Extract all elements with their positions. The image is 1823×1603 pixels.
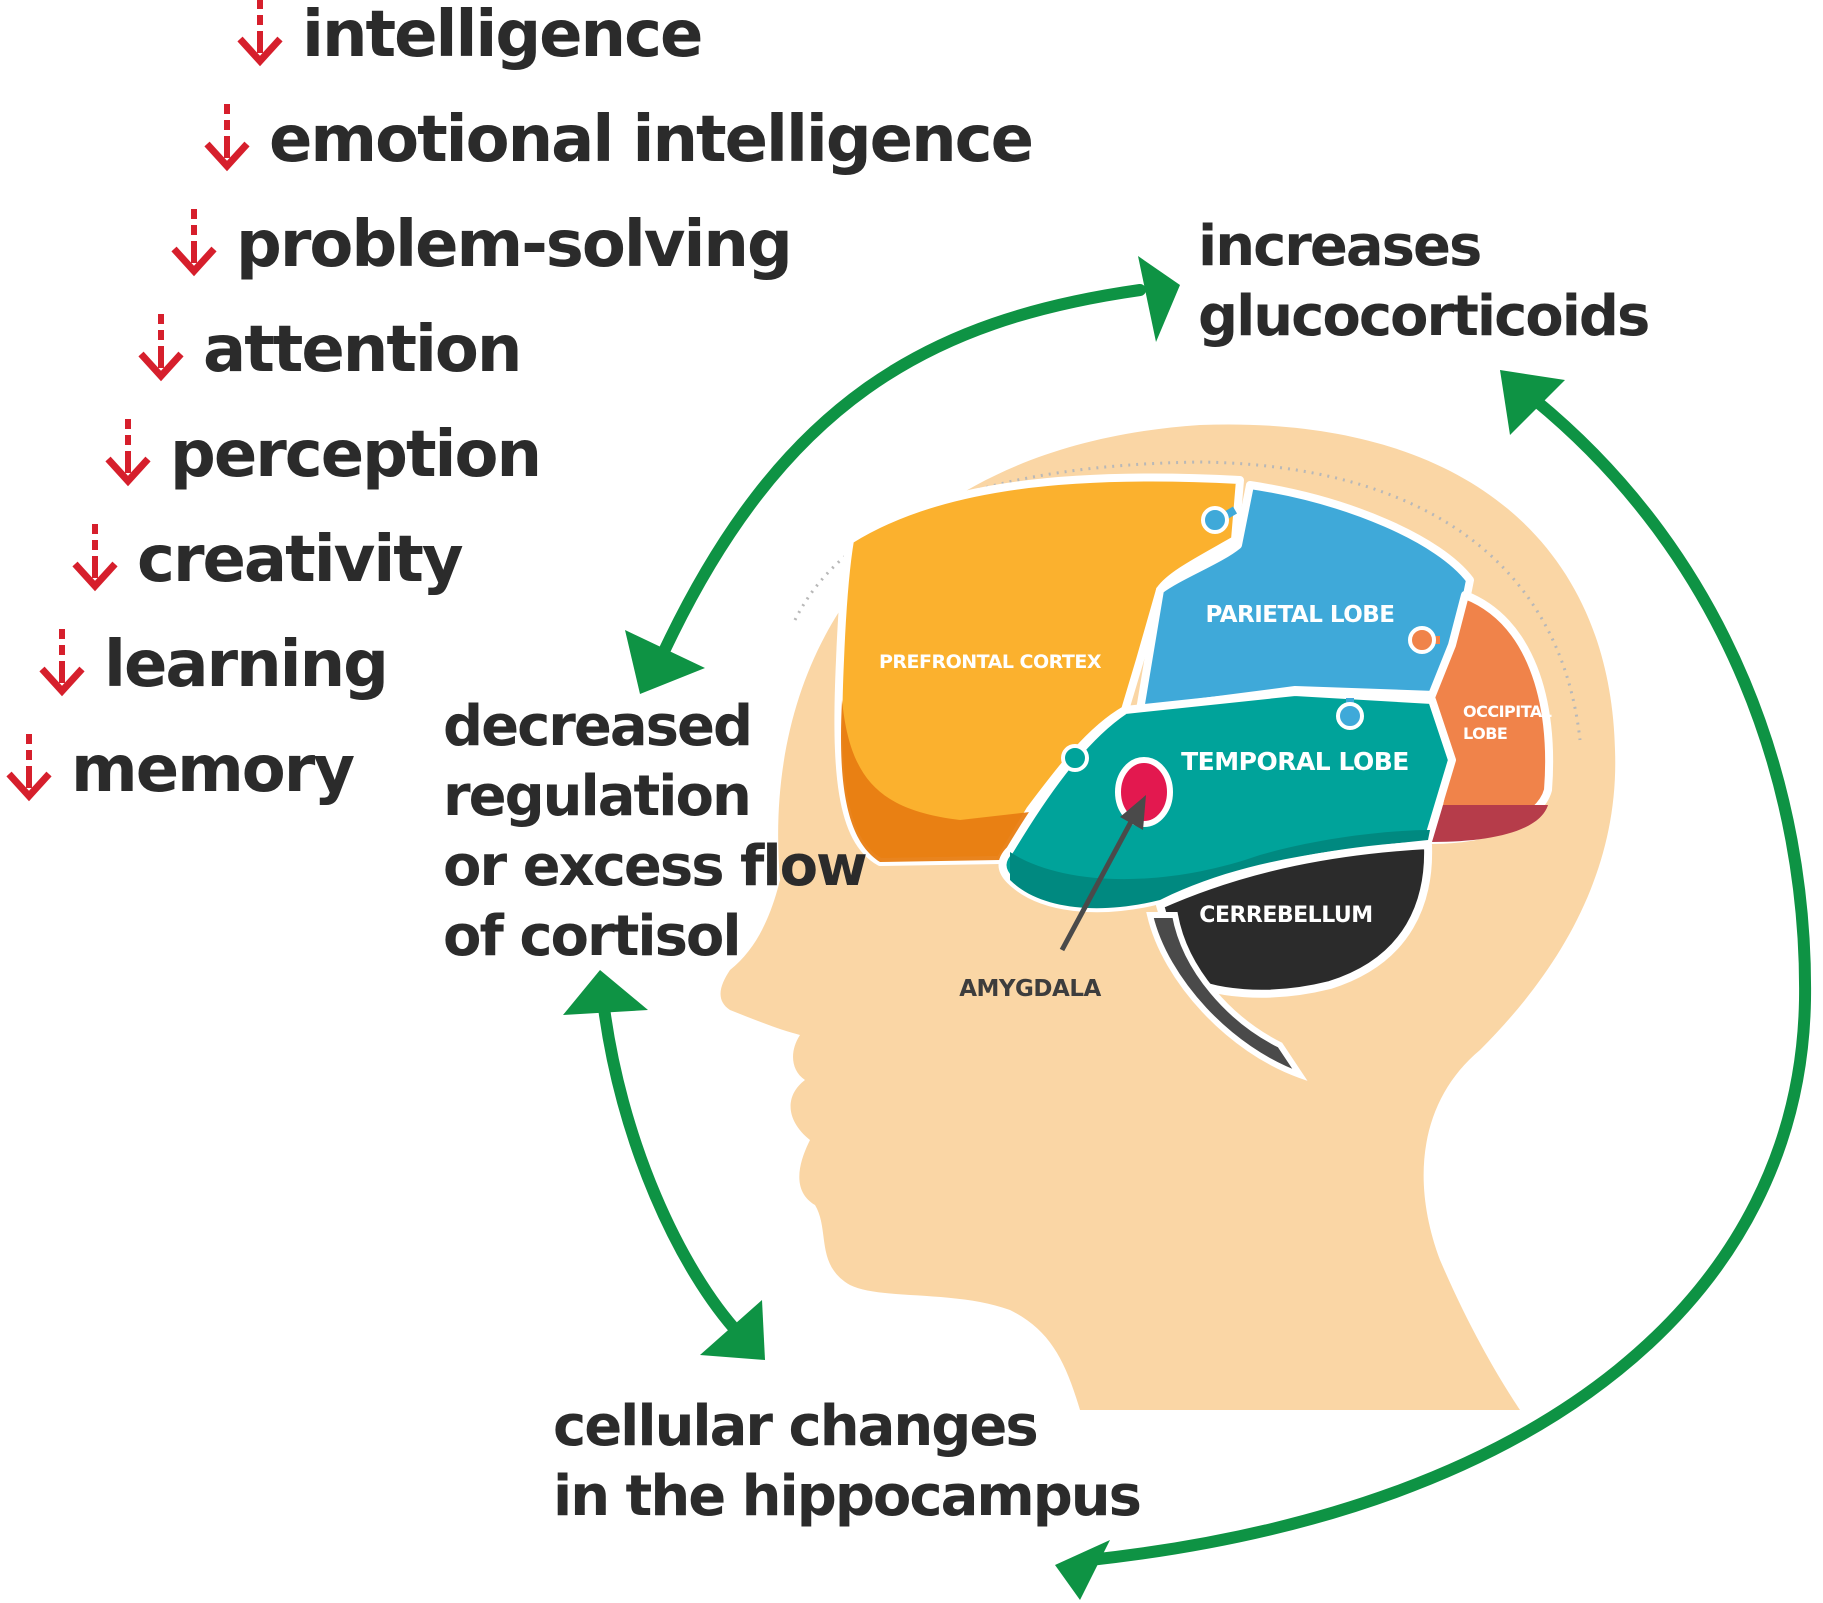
- effect-label: creativity: [137, 523, 464, 597]
- cortisol-line-1: decreased: [443, 694, 753, 759]
- hippocampus-label: cellular changes in the hippocampus: [553, 1392, 1142, 1532]
- temporal-shadow: [1010, 830, 1430, 909]
- cerebellum-region: [1156, 841, 1433, 998]
- effect-label: memory: [71, 733, 355, 807]
- parietal-lobe-label: PARIETAL LOBE: [1205, 602, 1394, 628]
- arrowhead-to-glucocorticoids-right: [1500, 370, 1565, 435]
- effect-item: memory: [1, 725, 355, 815]
- puzzle-connectors: [1061, 506, 1440, 772]
- dashed-down-arrow-icon: [204, 104, 250, 172]
- arrowhead-to-glucocorticoids: [1138, 256, 1180, 342]
- amygdala-pointer-line: [1059, 816, 1136, 952]
- dashed-down-arrow-icon: [39, 629, 85, 697]
- cerebellum-label: CERREBELLUM: [1199, 903, 1372, 928]
- cortisol-line-3: or excess flow: [443, 834, 868, 899]
- arrow-hippocampus-glucocorticoids: [1084, 394, 1812, 1566]
- cycle-arrows: [563, 256, 1812, 1600]
- prefrontal-shadow: [840, 700, 1030, 862]
- cortisol-line-4: of cortisol: [443, 904, 742, 969]
- dashed-down-arrow-icon: [138, 314, 184, 382]
- cortisol-label: decreased regulation or excess flow of c…: [443, 692, 868, 972]
- amygdala-label: AMYGDALA: [959, 976, 1101, 1002]
- occipital-lobe-label-line1: OCCIPITAL: [1463, 702, 1552, 721]
- occipital-lobe-label-line2: LOBE: [1463, 724, 1507, 743]
- arrowhead-to-cortisol: [625, 630, 705, 694]
- effect-label: learning: [104, 628, 389, 702]
- effect-item: emotional intelligence: [199, 95, 1034, 185]
- prefrontal-cortex-label: PREFRONTAL CORTEX: [879, 651, 1102, 673]
- occipital-shadow: [1432, 805, 1548, 842]
- cortisol-line-2: regulation: [443, 764, 752, 829]
- arrow-cortisol-hippocampus: [597, 994, 746, 1341]
- arrow-cortisol-glucocorticoids: [654, 284, 1146, 666]
- effect-item: perception: [100, 410, 542, 500]
- glucocorticoids-line-2: glucocorticoids: [1198, 284, 1650, 349]
- effect-item: attention: [133, 305, 522, 395]
- skull-outline: [793, 460, 1582, 741]
- dashed-down-arrow-icon: [6, 734, 52, 802]
- effect-label: perception: [170, 418, 542, 492]
- dashed-down-arrow-icon: [171, 209, 217, 277]
- dashed-down-arrow-icon: [237, 0, 283, 67]
- effect-item: creativity: [67, 515, 464, 605]
- effect-label: emotional intelligence: [269, 103, 1034, 177]
- amygdala-pointer-arrowhead: [1120, 795, 1146, 830]
- temporal-lobe-label: TEMPORAL LOBE: [1181, 747, 1409, 776]
- hippocampus-line-2: in the hippocampus: [553, 1464, 1142, 1529]
- arrowhead-to-hippocampus: [700, 1300, 765, 1360]
- effect-item: problem-solving: [166, 200, 793, 290]
- effect-label: attention: [203, 313, 522, 387]
- arrowhead-to-cortisol-bottom: [563, 970, 648, 1015]
- effect-item: learning: [34, 620, 389, 710]
- arrowhead-to-hippocampus-bottom: [1055, 1540, 1110, 1600]
- parietal-lobe-region: [1136, 481, 1474, 714]
- effect-label: problem-solving: [236, 208, 793, 282]
- dashed-down-arrow-icon: [72, 524, 118, 592]
- dashed-down-arrow-icon: [105, 419, 151, 487]
- effect-item: intelligence: [232, 0, 703, 80]
- hippocampus-line-1: cellular changes: [553, 1394, 1039, 1459]
- glucocorticoids-label: increases glucocorticoids: [1198, 212, 1650, 352]
- effect-label: intelligence: [302, 0, 703, 72]
- glucocorticoids-line-1: increases: [1198, 214, 1482, 279]
- brain-stem: [1146, 912, 1308, 1081]
